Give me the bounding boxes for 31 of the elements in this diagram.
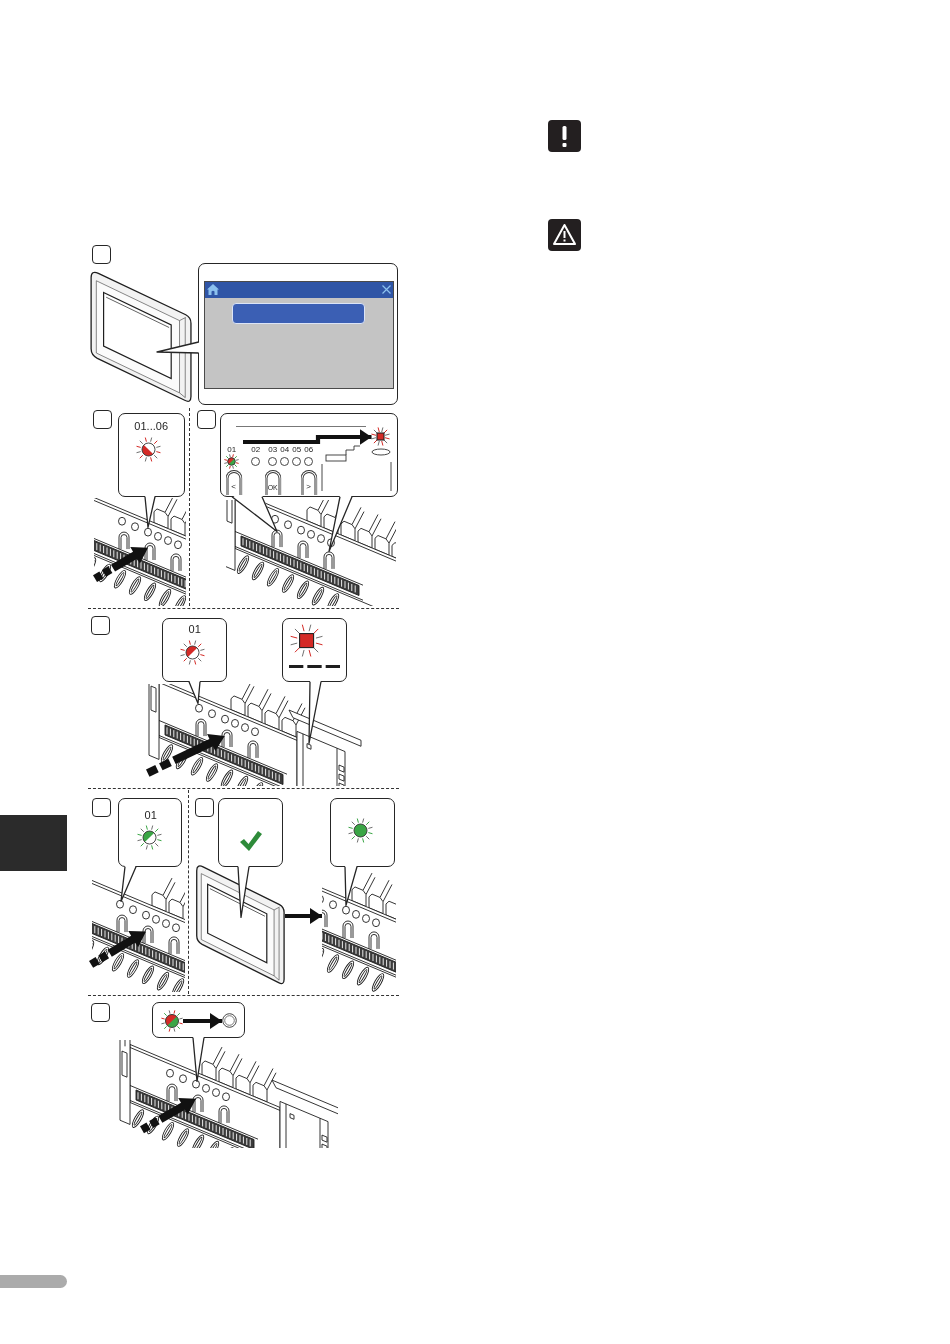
led-number-label: 05 <box>292 446 302 455</box>
led-icon <box>221 1013 237 1029</box>
callout-bubble <box>198 263 398 405</box>
callout-bubble <box>162 618 227 682</box>
callout-bubble <box>118 413 185 497</box>
step-box <box>92 798 111 817</box>
flashing-led-icon <box>371 427 391 447</box>
callout-bubble <box>218 798 283 867</box>
led-number-label: 06 <box>304 446 314 455</box>
led-number-label: 02 <box>251 446 261 455</box>
callout-bubble <box>152 1002 245 1038</box>
touchscreen-illustration <box>194 862 285 986</box>
led-number-label: 01 <box>144 809 157 821</box>
arrow <box>285 908 322 924</box>
step-box <box>92 245 111 264</box>
step-box <box>195 798 214 817</box>
led-number-label: 03 <box>268 446 278 455</box>
callout-bubble <box>282 618 347 682</box>
step-box <box>91 1003 110 1022</box>
led-number-label: 04 <box>280 446 290 455</box>
led-range-label: 01...06 <box>134 420 168 432</box>
led-number-label: 01 <box>188 623 201 635</box>
callout-bubble <box>118 798 182 867</box>
step-box <box>91 616 110 635</box>
arrow <box>243 429 372 445</box>
step-box <box>197 410 216 429</box>
arrow <box>183 1013 222 1029</box>
flashing-led-icon <box>160 1009 183 1032</box>
callout-bubble <box>330 798 395 867</box>
led-number-label: 01 <box>227 446 237 455</box>
step-box <box>93 410 112 429</box>
